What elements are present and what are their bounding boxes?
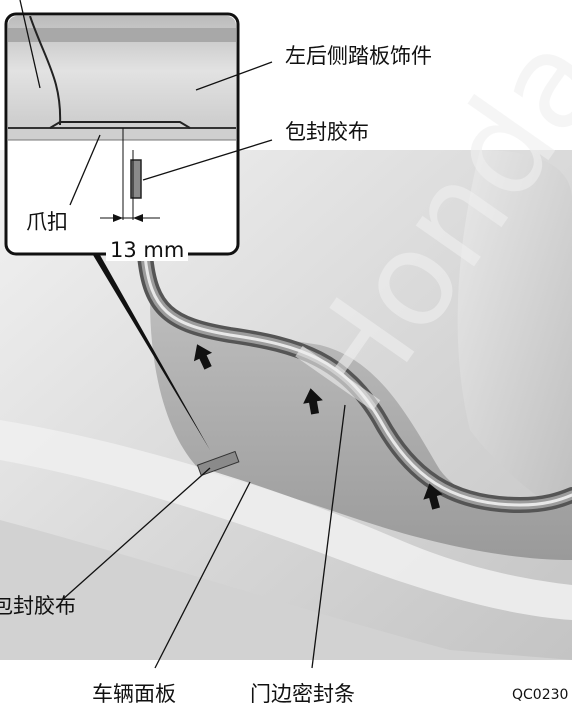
leader-clip	[69, 134, 101, 206]
sill-highlight	[0, 420, 572, 620]
leader-body-panel	[154, 481, 251, 669]
leader-tape-left	[61, 467, 211, 601]
leader-tape-top	[142, 139, 273, 181]
push-arrow-3	[423, 483, 443, 510]
label-dimension: 13 mm	[106, 240, 189, 261]
label-door-seal: 门边密封条	[250, 682, 355, 706]
leader-top-left	[19, 0, 41, 89]
detail-inset	[4, 12, 240, 450]
sill-lower	[0, 520, 572, 660]
inset-clip-shape	[49, 121, 191, 129]
leader-lines	[19, 0, 346, 669]
label-tape-top: 包封胶布	[285, 120, 369, 144]
label-tape-left: 包封胶布	[0, 594, 76, 618]
label-clip: 爪扣	[24, 210, 70, 235]
leader-step-trim	[195, 61, 273, 91]
inset-tape	[130, 159, 142, 199]
label-body-panel: 车辆面板	[92, 682, 176, 706]
push-arrow-2	[303, 388, 323, 415]
figure-code: QC0230	[512, 687, 569, 703]
main-illustration	[0, 150, 572, 660]
inset-pointer	[90, 250, 210, 450]
push-arrow-1	[193, 344, 213, 370]
label-step-trim: 左后侧踏板饰件	[285, 44, 432, 68]
door-edge-seal-core	[143, 253, 572, 507]
leader-door-seal	[311, 404, 346, 669]
rear-seat	[457, 150, 572, 520]
